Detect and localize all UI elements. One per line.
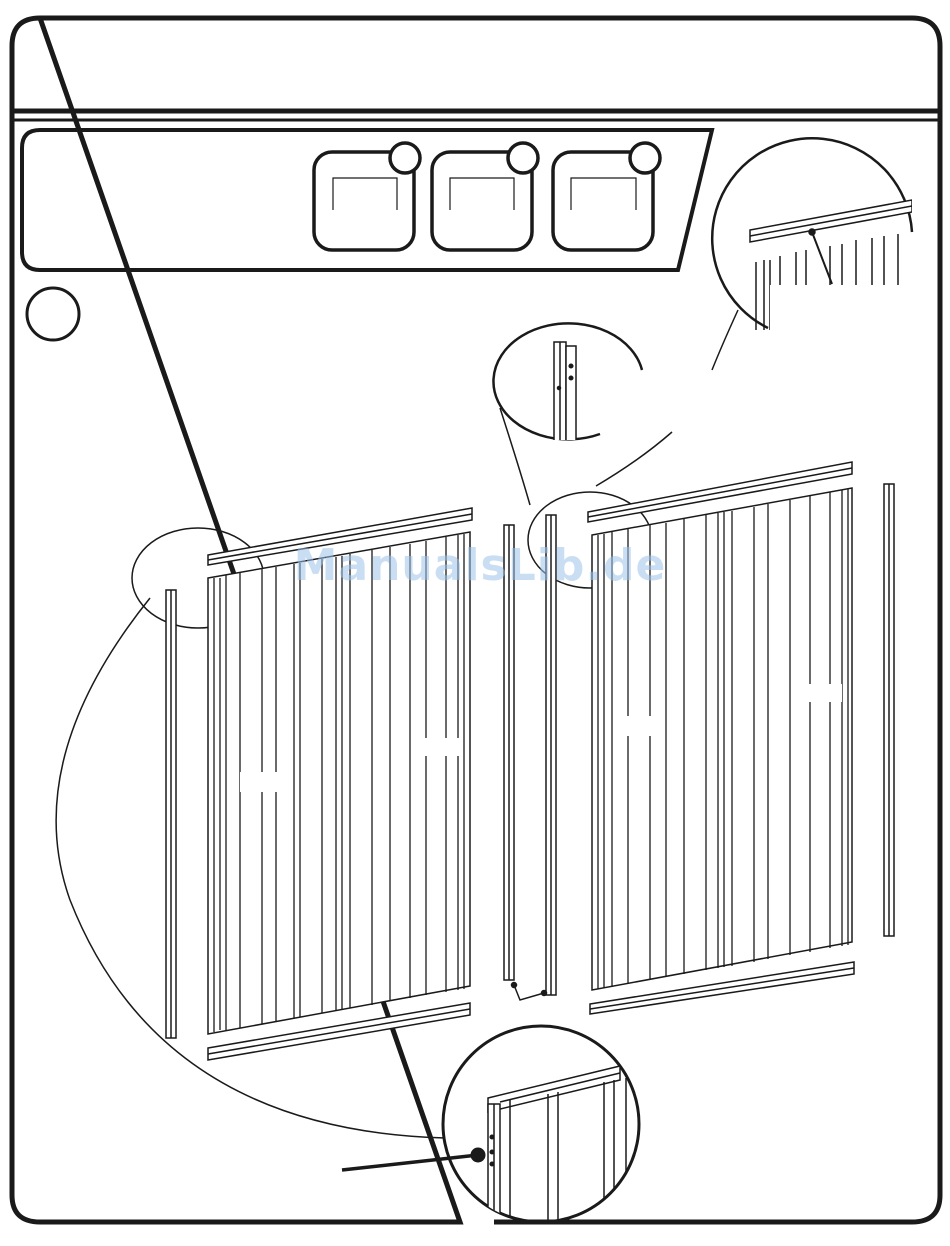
right-panel-label-1 <box>622 716 664 736</box>
right-wall-assembly <box>588 462 894 1014</box>
detail-callout-middle <box>493 323 672 505</box>
detail-callout-bottom <box>342 1026 639 1234</box>
right-wall-panel <box>592 488 852 990</box>
step-number-circle <box>27 288 79 340</box>
left-panel-label-1 <box>240 772 282 792</box>
right-panel-label-2 <box>806 684 842 702</box>
center-posts <box>504 515 556 1000</box>
parts-bar <box>22 130 712 270</box>
part-box-c <box>553 143 660 250</box>
left-panel-label-2 <box>424 738 460 756</box>
detail-callout-top-right <box>712 138 912 370</box>
part-box-b <box>432 143 538 250</box>
left-wall-assembly <box>166 508 472 1060</box>
part-box-a <box>314 143 420 250</box>
